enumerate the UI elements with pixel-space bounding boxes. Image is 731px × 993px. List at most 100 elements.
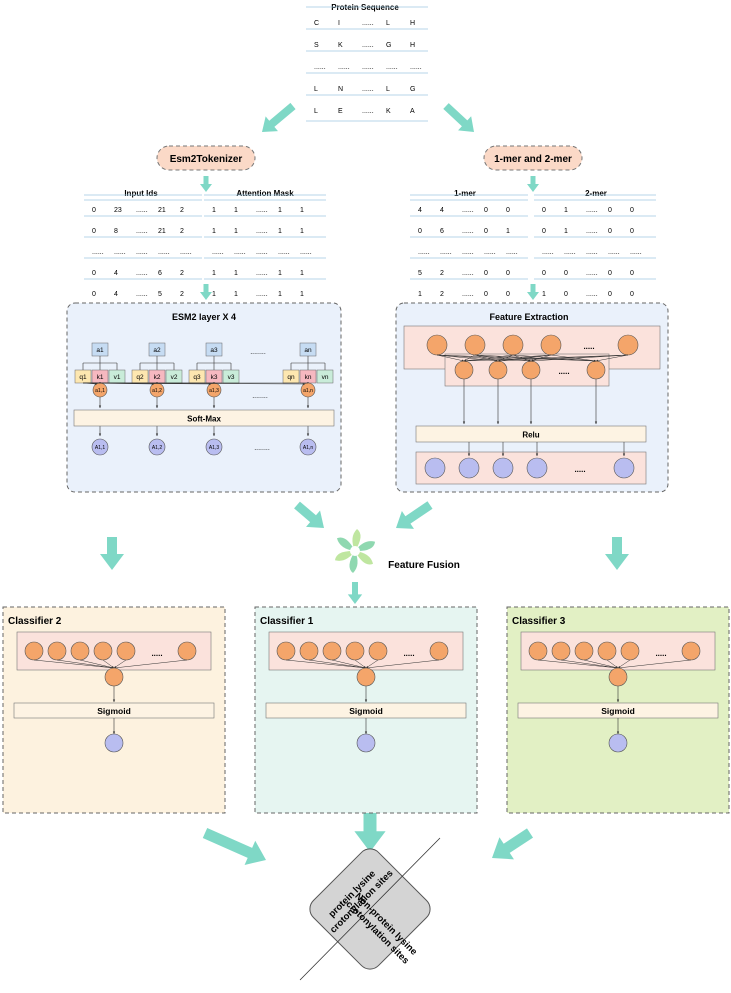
input-ids-cell: 0 <box>92 228 96 235</box>
two-mer-cell: 1 <box>542 291 546 298</box>
classifier-hidden-node <box>574 641 594 661</box>
attention-mask-cell: 1 <box>300 270 304 277</box>
alpha-node-label: a1,n <box>303 388 313 394</box>
dense-edge <box>530 354 629 362</box>
dense-edge <box>463 354 514 362</box>
arrow-classifier-3-to-output <box>492 828 534 860</box>
two-mer-cell: 0 <box>608 291 612 298</box>
two-mer-cell: ...... <box>542 249 554 256</box>
q-box-label: q1 <box>79 374 87 381</box>
alpha-node-label: a1,3 <box>209 388 219 394</box>
attention-mask-cell: ...... <box>278 249 290 256</box>
sequence-cell: L <box>386 86 390 93</box>
sequence-cell: ...... <box>362 64 374 71</box>
two-mer-cell: 1 <box>564 228 568 235</box>
arrow-classifier-1-to-output <box>354 810 386 852</box>
k-box-label: k2 <box>154 374 161 381</box>
classifier-hidden-node <box>429 641 449 661</box>
one-mer-cell: ...... <box>462 207 474 214</box>
feature-fusion-node: Feature Fusion <box>334 529 460 573</box>
attention-mask-cell: ...... <box>300 249 312 256</box>
attention-mask-cell: 1 <box>234 207 238 214</box>
classifier-hidden-node <box>551 641 571 661</box>
input-ids-title: Input Ids <box>124 189 158 198</box>
attention-mask-cell: 1 <box>278 228 282 235</box>
arrow-tables-to-esm <box>200 284 212 300</box>
arrow-fe-to-fusion <box>396 501 433 529</box>
arrow-to-kmer <box>443 103 474 132</box>
two-mer-cell: ...... <box>586 249 598 256</box>
attention-mask-cell: 1 <box>300 207 304 214</box>
sequence-cell: K <box>338 42 343 49</box>
two-mer-cell: ...... <box>586 270 598 277</box>
hidden-layer-dots: ..... <box>558 367 569 376</box>
sequence-cell: L <box>314 86 318 93</box>
attention-mask-cell: 1 <box>234 270 238 277</box>
k-box-label: k3 <box>211 374 218 381</box>
feature-extraction-block: Feature Extraction Relu ............... <box>395 302 669 493</box>
classifier-edge <box>537 659 619 669</box>
fusion-swirl-center <box>350 546 360 556</box>
hidden-layer-node <box>488 360 508 380</box>
two-mer-cell: 0 <box>630 228 634 235</box>
sequence-cell: A <box>410 108 415 115</box>
k-box-label: kn <box>305 374 312 381</box>
fusion-swirl-petal <box>349 551 358 573</box>
input-ids-cell: 4 <box>114 291 118 298</box>
one-mer-cell: 0 <box>484 207 488 214</box>
a-token-box-label: an <box>304 347 312 354</box>
classifier-edge <box>365 659 379 669</box>
input-layer-node <box>617 334 639 356</box>
attention-mask-cell: ...... <box>234 249 246 256</box>
sequence-cell: ...... <box>386 64 398 71</box>
input-ids-cell: ...... <box>92 249 104 256</box>
classifier-edge <box>583 659 619 669</box>
sequence-cell: L <box>386 20 390 27</box>
dense-edge <box>463 354 629 362</box>
esm-dots-mid: ........ <box>252 393 268 400</box>
attention-mask-cell: 1 <box>234 228 238 235</box>
classifier-prediction-node <box>356 733 376 753</box>
two-mer-cell: ...... <box>564 249 576 256</box>
classifier-edge <box>365 659 440 669</box>
attention-mask-cell: 1 <box>234 291 238 298</box>
sequence-cell: I <box>338 20 340 27</box>
input-ids-cell: 21 <box>158 228 166 235</box>
input-ids-cell: ...... <box>114 249 126 256</box>
output-node: protein lysine crotonylation sites Non-p… <box>299 837 441 981</box>
k-box-label: k1 <box>97 374 104 381</box>
input-ids-cell: ...... <box>136 249 148 256</box>
flow-arrows <box>100 102 629 865</box>
input-ids-cell: 2 <box>180 207 184 214</box>
sequence-cell: ...... <box>362 108 374 115</box>
attention-output-label: A1,1 <box>95 445 106 451</box>
sequence-cell: K <box>386 108 391 115</box>
one-mer-cell: 5 <box>418 270 422 277</box>
classifier-hidden-node <box>93 641 113 661</box>
classifier-prediction-node <box>608 733 628 753</box>
input-layer-dots: ..... <box>583 342 594 351</box>
classifier-output-node <box>104 667 124 687</box>
dense-edge <box>463 354 552 362</box>
classifier-hidden-node <box>368 641 388 661</box>
feature-extraction-title: Feature Extraction <box>489 312 568 322</box>
classifier-output-node <box>356 667 376 687</box>
one-mer-cell: 0 <box>506 207 510 214</box>
fusion-swirl-petal <box>336 537 355 551</box>
q-box-label: qn <box>287 374 295 381</box>
two-mer-cell: 0 <box>608 270 612 277</box>
esm-dots-bot: ........ <box>254 445 270 452</box>
softmax-bar <box>73 409 335 427</box>
one-mer-cell: ...... <box>462 228 474 235</box>
two-mer-cell: 0 <box>608 207 612 214</box>
fusion-swirl-petal <box>334 550 355 561</box>
input-layer-node <box>502 334 524 356</box>
classifier-edge <box>56 659 115 669</box>
input-ids-cell: 5 <box>158 291 162 298</box>
two-mer-cell: ...... <box>586 207 598 214</box>
sequence-cell: ...... <box>410 64 422 71</box>
fusion-swirl-petal <box>355 541 376 552</box>
input-ids-cell: 4 <box>114 270 118 277</box>
